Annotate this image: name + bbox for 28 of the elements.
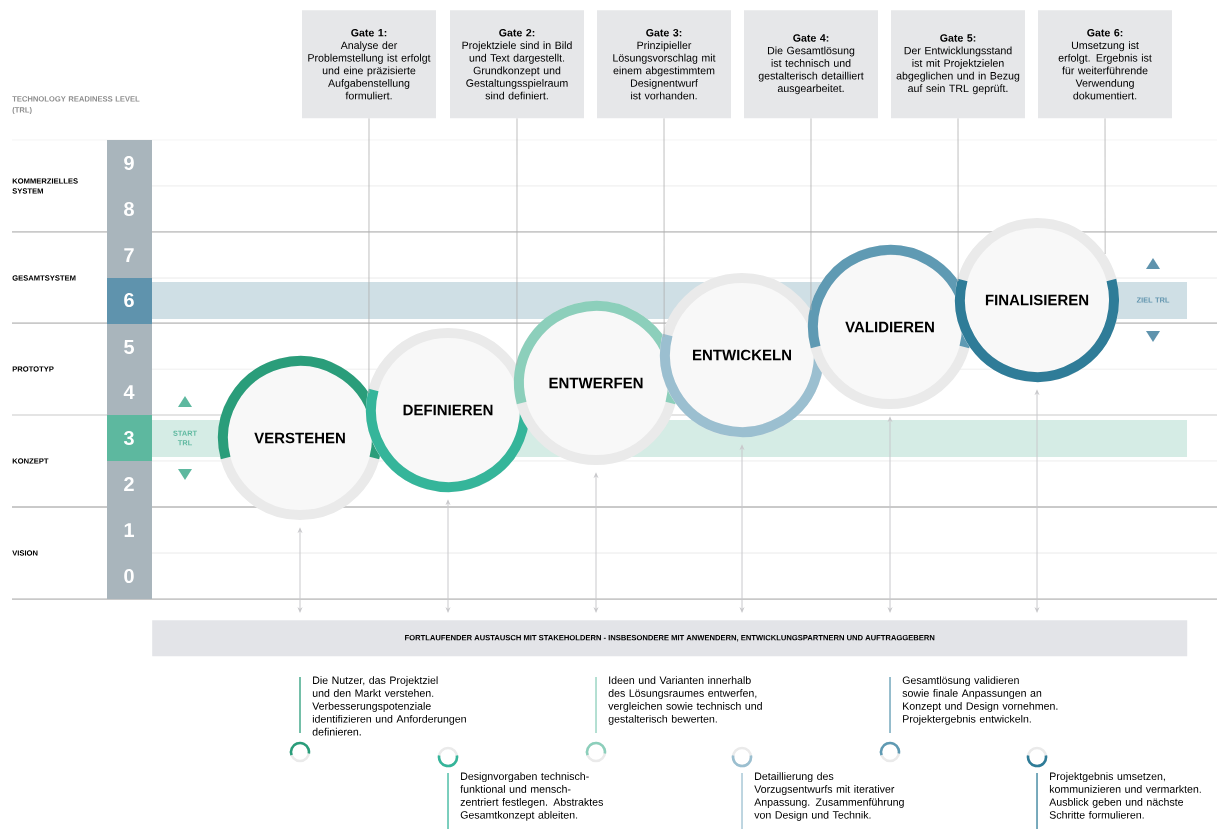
level-number: 3: [123, 430, 134, 446]
phase-description: Projektgebnis umsetzen, kommunizieren und vermarkten. Ausblick geben und nächste Schritte formulieren.: [1049, 772, 1201, 819]
phase-description: Ideen und Varianten innerhalb des Lösungsraumes entwerfen, vergleichen sowie technisch und gestalterisch bewerten.: [608, 676, 762, 725]
level-number: 2: [124, 477, 134, 491]
connector: [810, 118, 812, 311]
phase-description: Detaillierung des Vorzugsentwurfs mit iterativer Anpassung. Zusammenführung von Design und Technik.: [754, 772, 904, 821]
gate-box: Gate 2: Projektziele sind in Bild und Text dargestellt. Grundkonzept und Gestaltungsspielraum sind definiert.: [450, 10, 584, 119]
gate-box: Gate 4: Die Gesamtlösung ist technisch und gestalterisch detailliert ausgearbeitet.: [744, 10, 878, 119]
connector: [368, 118, 370, 394]
level-number: 8: [124, 201, 134, 217]
gate-box: Gate 6: Umsetzung ist erfolgt. Ergebnis ist für weiterführende Verwendung dokumentiert.: [1038, 10, 1172, 119]
level-number: 5: [124, 340, 134, 354]
level-number: 6: [124, 292, 134, 308]
connector: [663, 118, 665, 338]
phase-description: Designvorgaben technisch-funktional und mensch-zentriert festlegen. Abstraktes Gesamtkonzept ableiten.: [460, 772, 603, 821]
connector: [516, 118, 518, 366]
phase-description: Die Nutzer, das Projektziel und den Markt verstehen. Verbesserungspotenziale identifizieren und Anforderungen definieren.: [312, 676, 466, 736]
connector: [1104, 118, 1106, 255]
level-number: 7: [124, 248, 134, 262]
level-number: 4: [123, 385, 135, 399]
level-number: 9: [124, 155, 134, 171]
gate-box: Gate 1: Analyse der Problemstellung ist erfolgt und eine präzisierte Aufgabenstellung formuliert.: [302, 10, 436, 119]
phase-description: Gesamtlösung validieren sowie finale Anpassungen an Konzept und Design vornehmen. Projektergebnis entwickeln.: [902, 676, 1058, 725]
gate-box: Gate 5: Der Entwicklungsstand ist mit Projektzielen abgeglichen und in Bezug auf sein TRL geprüft.: [891, 10, 1025, 119]
connector: [957, 118, 959, 282]
gate-box: Gate 3: Prinzipieller Lösungsvorschlag mit einem abgestimmtem Designentwurf ist vorhanden.: [597, 10, 731, 119]
level-number: 1: [124, 523, 134, 537]
level-number: 0: [124, 568, 134, 584]
